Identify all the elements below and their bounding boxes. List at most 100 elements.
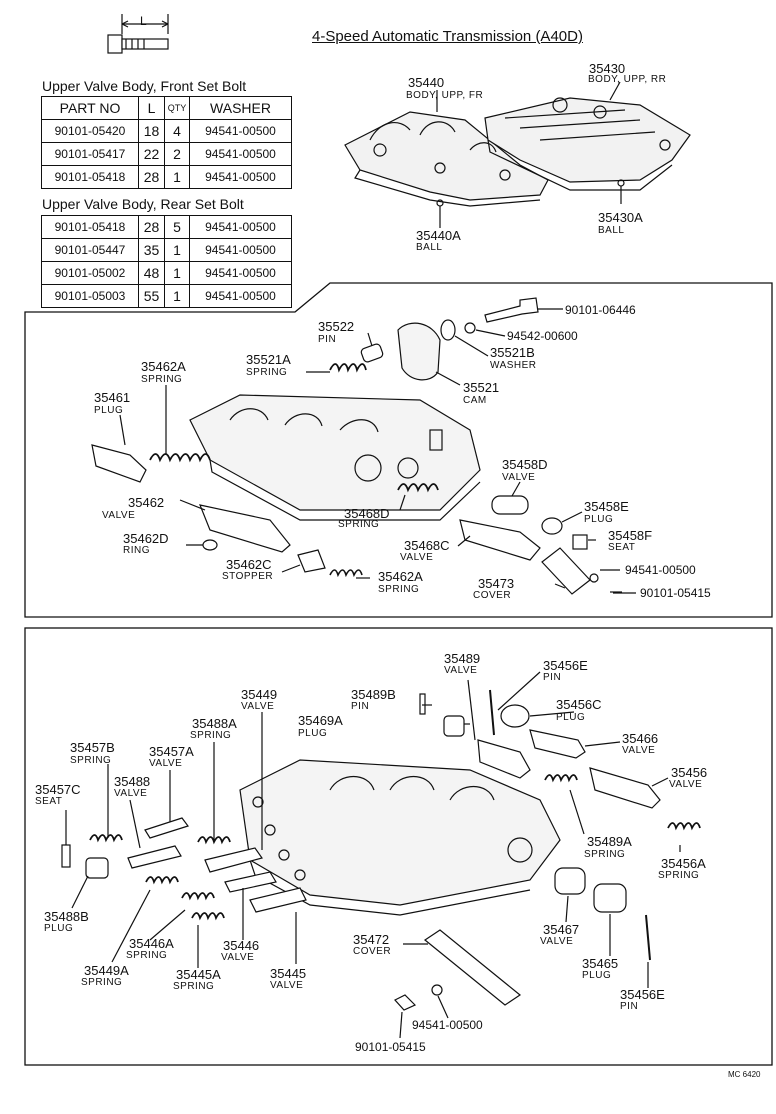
valve-35446-drawing [224, 871, 277, 893]
part-35456c-number: 35456C [556, 697, 602, 712]
part-35521a-number: 35521A [246, 352, 291, 367]
page-title: 4-Speed Automatic Transmission (A40D) [312, 28, 583, 45]
part-35489-number: 35489 [444, 651, 481, 666]
spring-35446a-drawing [181, 892, 215, 901]
code-90101-05415-low: 90101-05415 [355, 1040, 426, 1054]
valve-35488-drawing [127, 845, 182, 869]
part-35430-number: 35430 [589, 61, 626, 76]
pin-35489b-drawing [419, 693, 426, 715]
part-35445-number: 35445 [270, 966, 307, 981]
valve-35456-drawing [589, 767, 661, 809]
part-35462a-bottom-number: 35462A [378, 569, 423, 584]
part-35430a-number: 35430A [598, 210, 643, 225]
valve-35467-drawing [554, 867, 586, 895]
bolt-length-label: L [140, 14, 147, 28]
part-35522-name: PIN [318, 334, 337, 345]
stopper-35462c-drawing [297, 549, 326, 573]
valve-35468c-drawing [459, 519, 541, 561]
washer-94542-drawing [464, 322, 476, 334]
cover-35472-drawing [423, 929, 522, 1006]
part-35473-name: COVER [473, 590, 512, 601]
plug-35461-drawing [91, 444, 147, 483]
part-35456e-bottom-number: 35456E [620, 987, 665, 1002]
valve-35449-drawing [204, 847, 263, 873]
front-bolt-heading: Upper Valve Body, Front Set Bolt [42, 78, 247, 94]
part-35468d-name: SPRING [338, 519, 380, 530]
part-35458e-number: 35458E [584, 499, 629, 514]
part-35521b-name: WASHER [490, 360, 537, 371]
col-length: L [138, 96, 165, 120]
part-35468c-name: VALVE [400, 552, 434, 563]
washer-35521b-drawing [440, 319, 456, 341]
part-35462a-top-name: SPRING [141, 374, 183, 385]
part-35456-name: VALVE [669, 779, 703, 790]
part-35489a-number: 35489A [587, 834, 632, 849]
part-35489b-number: 35489B [351, 687, 396, 702]
part-35458d-name: VALVE [502, 472, 536, 483]
valve-35466-drawing [529, 729, 586, 759]
part-35462c-number: 35462C [226, 557, 272, 572]
cover-35473-drawing [541, 547, 591, 595]
part-35488-name: VALVE [114, 788, 148, 799]
spring-35488a-drawing [197, 836, 231, 845]
part-35462d-name: RING [123, 545, 150, 556]
part-35440a-name: BALL [416, 242, 443, 253]
part-35458f-number: 35458F [608, 528, 653, 543]
part-35489-name: VALVE [444, 665, 478, 676]
part-35521-name: CAM [463, 395, 487, 406]
valve-35489-drawing [477, 739, 531, 779]
part-35467-name: VALVE [540, 936, 574, 947]
part-35456a-number: 35456A [661, 856, 706, 871]
spring-35468d-drawing [397, 483, 439, 493]
part-35522-number: 35522 [318, 319, 355, 334]
part-35462a-top-number: 35462A [141, 359, 186, 374]
valve-35445-drawing [249, 887, 307, 913]
part-35446a-name: SPRING [126, 950, 168, 961]
plug-35458e-drawing [541, 517, 563, 535]
valve-35462-drawing [199, 504, 291, 553]
part-35472-name: COVER [353, 946, 392, 957]
part-35465-name: PLUG [582, 970, 612, 981]
part-35488-number: 35488 [114, 774, 151, 789]
part-35446-name: VALVE [221, 952, 255, 963]
part-35462c-name: STOPPER [222, 571, 274, 582]
part-35488b-number: 35488B [44, 909, 89, 924]
part-35467-number: 35467 [543, 922, 580, 937]
upper-front-body-drawing [344, 111, 549, 207]
rear-bolt-heading: Upper Valve Body, Rear Set Bolt [42, 196, 244, 212]
part-35457b-number: 35457B [70, 740, 115, 755]
bolt-icon [107, 14, 169, 54]
part-35445-name: VALVE [270, 980, 304, 991]
part-35440-name: BODY, UPP, FR [406, 90, 484, 101]
valve-35458d-drawing [491, 495, 529, 515]
part-35457c-number: 35457C [35, 782, 81, 797]
part-35458f-name: SEAT [608, 542, 636, 553]
ring-35462d-drawing [202, 539, 218, 551]
code-90101-05415-mid: 90101-05415 [640, 586, 711, 600]
part-35462-name: VALVE [102, 510, 136, 521]
col-qty: QTY [164, 96, 190, 120]
part-35461-name: PLUG [94, 405, 124, 416]
part-35521a-name: SPRING [246, 367, 288, 378]
washer-lower-drawing [431, 984, 443, 996]
part-35456e-top-number: 35456E [543, 658, 588, 673]
part-35458e-name: PLUG [584, 514, 614, 525]
part-35466-number: 35466 [622, 731, 659, 746]
part-35473-number: 35473 [478, 576, 515, 591]
seat-35458f-drawing [572, 534, 588, 550]
lower-section-frame [24, 627, 773, 1066]
part-35457a-number: 35457A [149, 744, 194, 759]
part-35466-name: VALVE [622, 745, 656, 756]
part-35449a-number: 35449A [84, 963, 129, 978]
part-35462-number: 35462 [128, 495, 165, 510]
plug-35456c-drawing [500, 704, 530, 728]
part-35430-name: BODY, UPP, RR [588, 74, 667, 85]
seat-35457c-drawing [61, 844, 71, 868]
code-94541-00500-mid: 94541-00500 [625, 563, 696, 577]
part-35456-number: 35456 [671, 765, 708, 780]
part-35461-number: 35461 [94, 390, 131, 405]
plug-35488b-drawing [85, 857, 109, 879]
